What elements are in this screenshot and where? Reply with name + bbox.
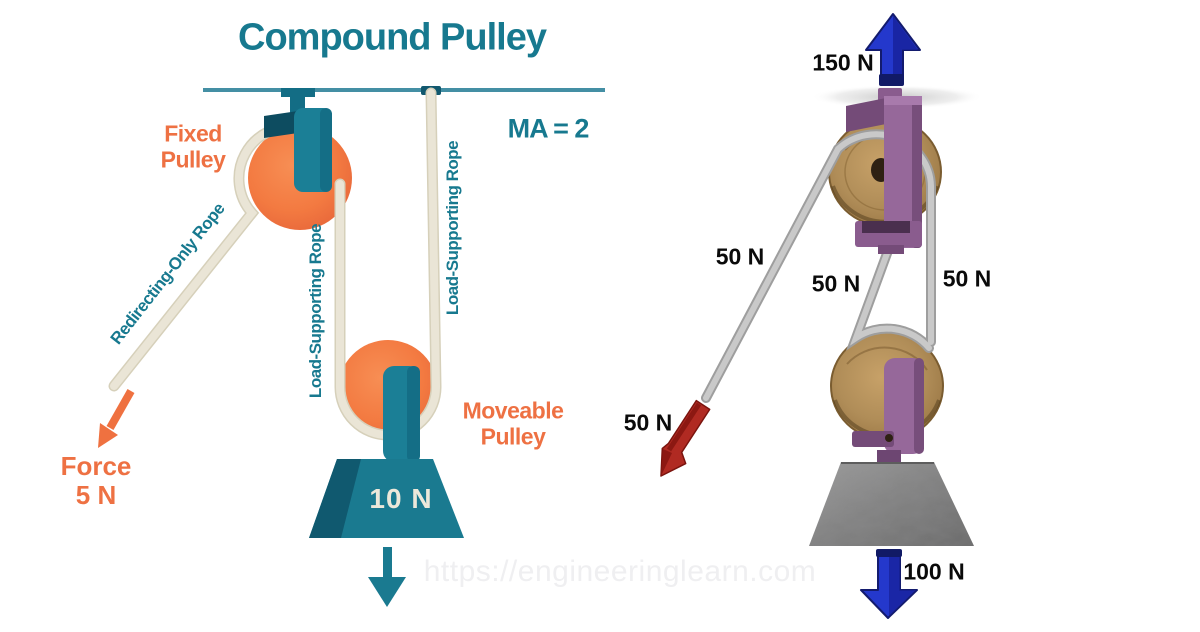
applied-force-arrow-icon bbox=[660, 399, 711, 477]
watermark: https://engineeringlearn.com bbox=[423, 555, 817, 588]
upper-pulley-frame bbox=[846, 88, 922, 254]
applied-force-label: 50 N bbox=[623, 409, 673, 436]
force-arrow-icon bbox=[98, 389, 135, 448]
weight-down-arrow-icon bbox=[368, 547, 406, 607]
load-arrow-icon bbox=[860, 549, 918, 619]
lower-pulley-frame bbox=[852, 358, 924, 464]
page-title: Compound Pulley bbox=[238, 16, 547, 59]
stone-weight-graphic bbox=[809, 462, 974, 546]
mechanical-advantage-label: MA = 2 bbox=[507, 113, 590, 144]
load-rope-left-label: Load-Supporting Rope bbox=[306, 223, 325, 399]
moveable-pulley-label: Moveable Pulley bbox=[462, 397, 564, 449]
rope-tension-right-label: 50 N bbox=[942, 265, 992, 292]
rope-tension-middle-label: 50 N bbox=[811, 270, 861, 297]
weight-10n-graphic bbox=[309, 459, 464, 538]
rope-tension-left-label: 50 N bbox=[715, 243, 765, 270]
force-label: Force 5 N bbox=[60, 450, 132, 510]
weight-value-label: 10 N bbox=[369, 483, 433, 514]
fixed-pulley-label: Fixed Pulley bbox=[160, 120, 226, 172]
load-rope-right-label: Load-Supporting Rope bbox=[443, 140, 462, 316]
moveable-pulley-hook bbox=[383, 366, 420, 462]
load-value-label: 100 N bbox=[903, 558, 965, 585]
pull-force-label: 150 N bbox=[812, 49, 874, 76]
fixed-pulley-bracket bbox=[264, 108, 332, 192]
pull-arrow-icon bbox=[865, 13, 921, 86]
